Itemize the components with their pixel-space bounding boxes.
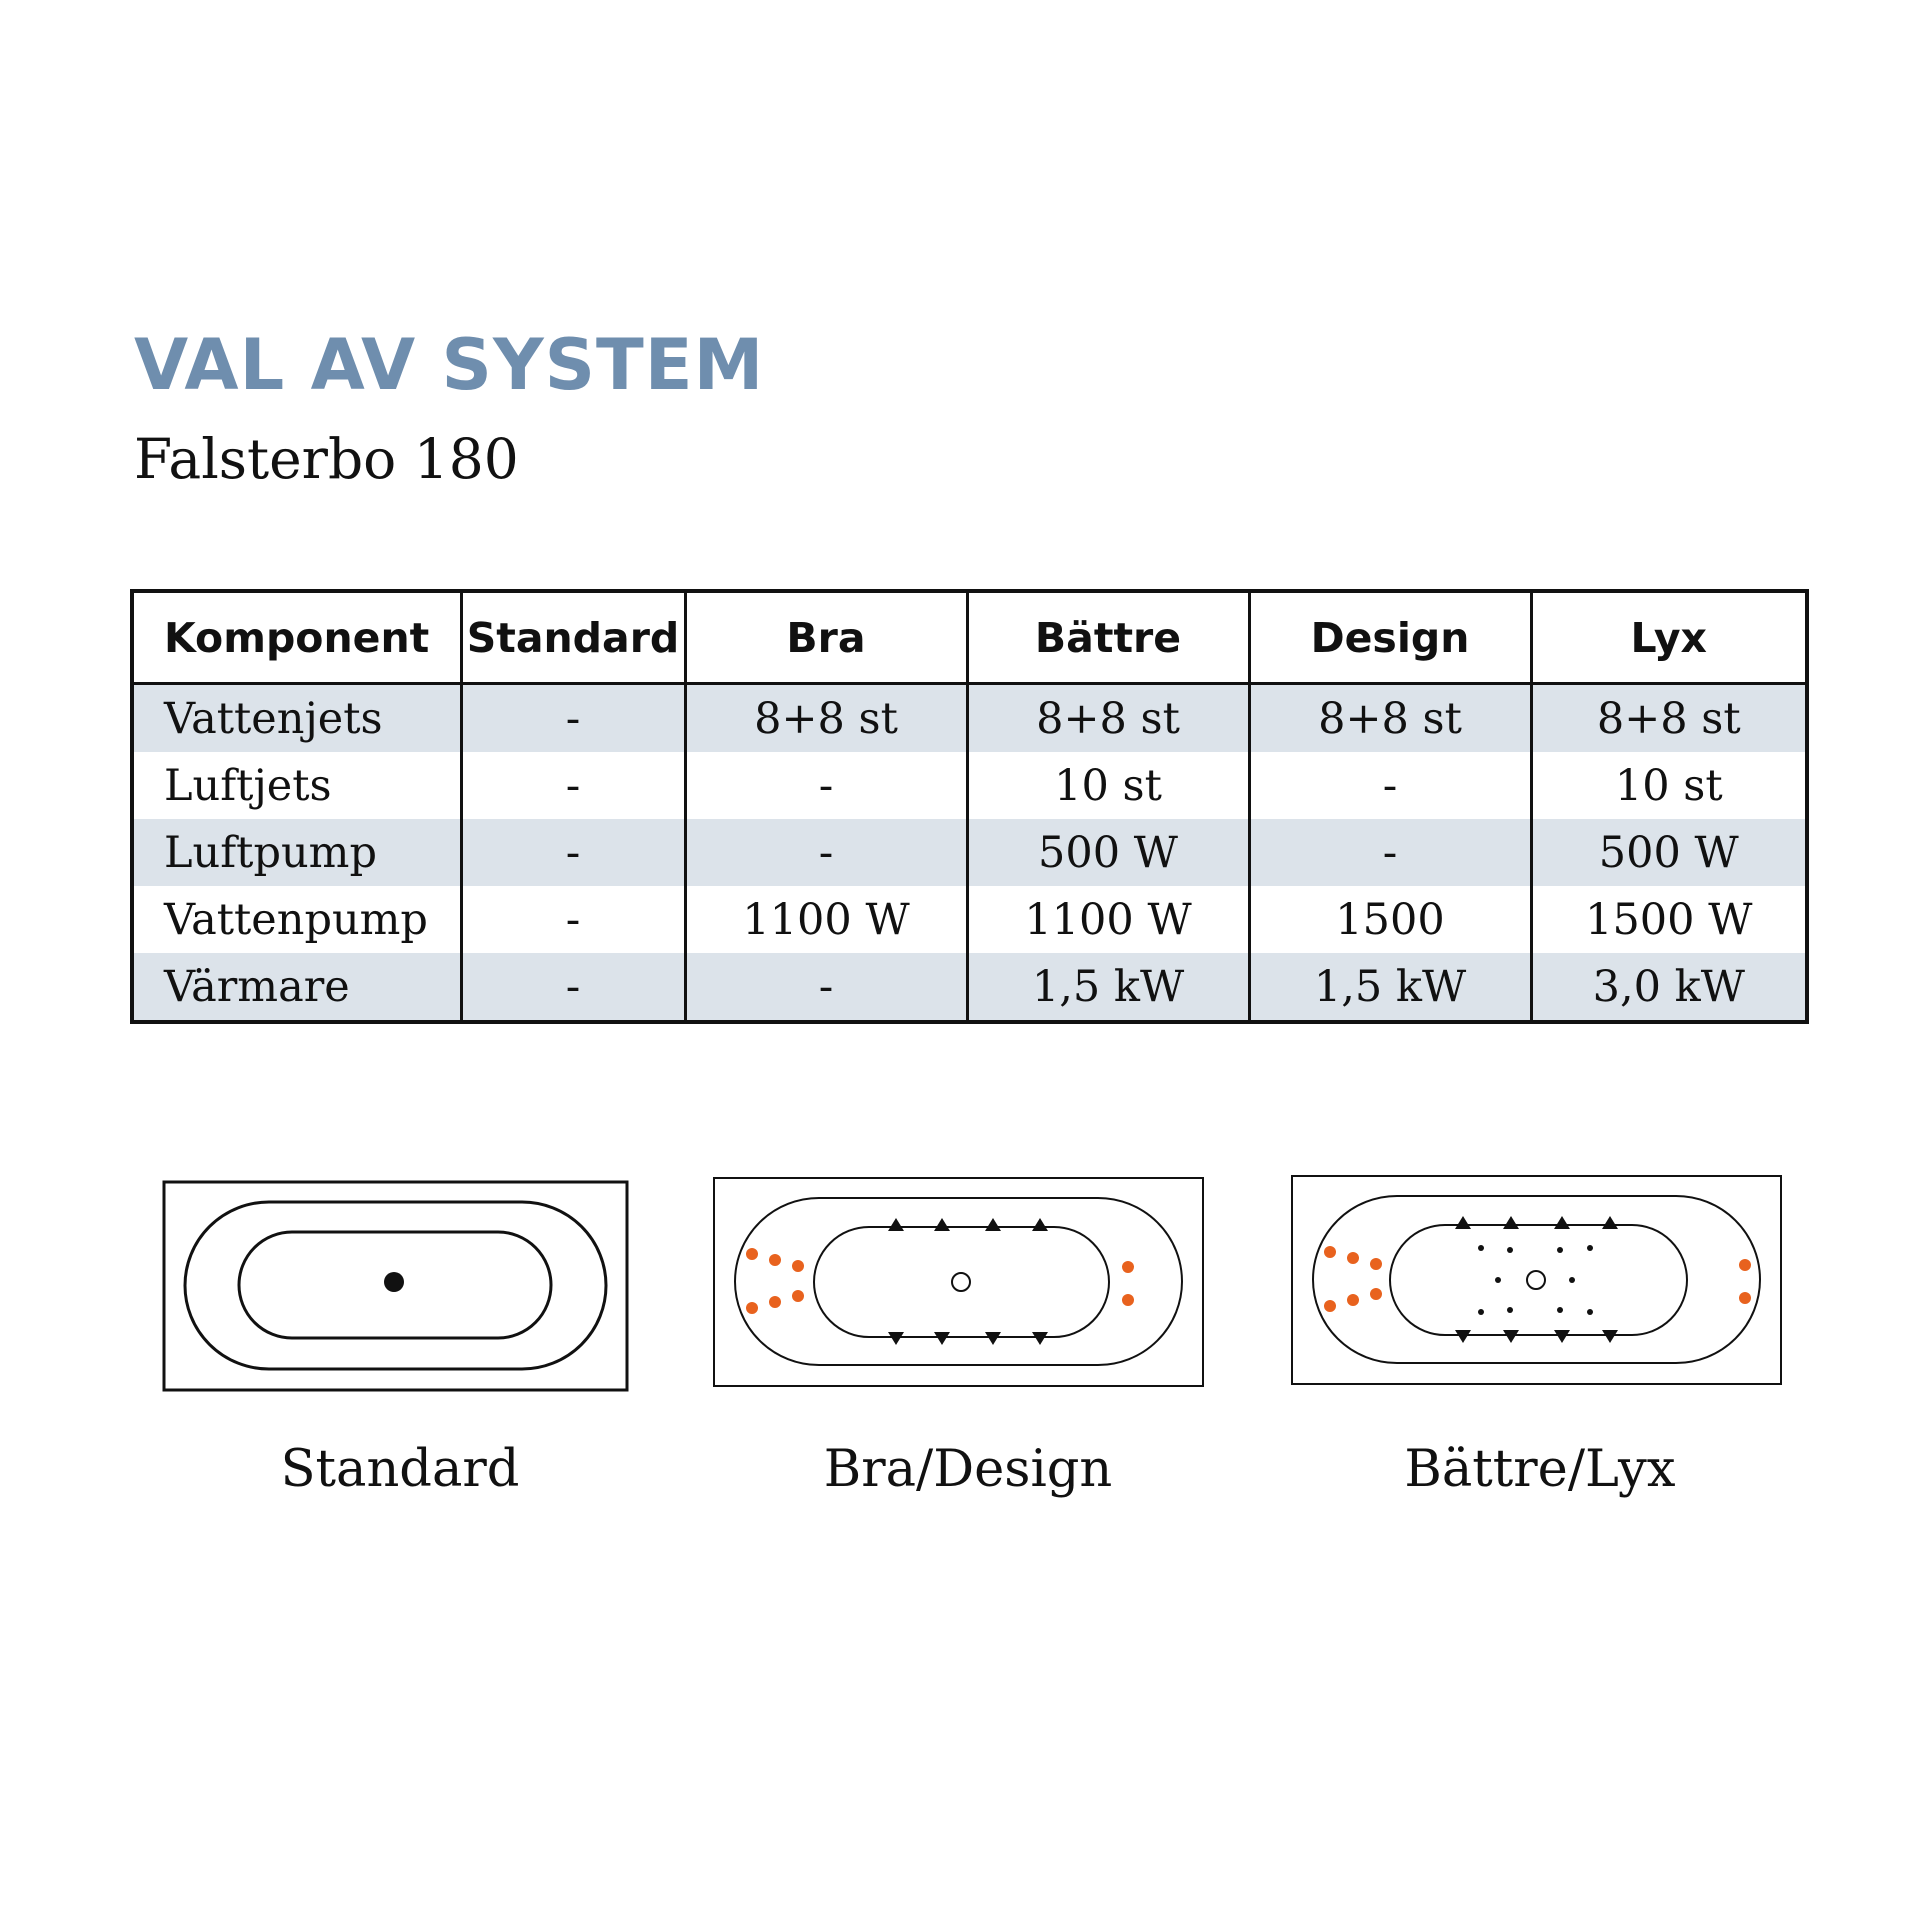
diagram-standard: Standard <box>140 1170 660 1499</box>
page-subtitle: Falsterbo 180 <box>134 427 519 491</box>
column-header-standard: Standard <box>459 591 685 685</box>
column-header-lyx: Lyx <box>1529 591 1807 685</box>
water-jet-icons <box>746 1248 1134 1314</box>
table-cell: 1100 W <box>683 886 967 953</box>
table-cell: 8+8 st <box>683 683 967 752</box>
table-cell: - <box>459 683 685 752</box>
table-row: Luftpump - - 500 W - 500 W <box>132 819 1807 886</box>
column-header-bra: Bra <box>683 591 967 685</box>
column-header-design: Design <box>1247 591 1531 685</box>
diagram-battre-lyx: Bättre/Lyx <box>1280 1170 1800 1499</box>
table-cell: 8+8 st <box>965 683 1249 752</box>
row-label-cell: Vattenjets <box>132 683 461 752</box>
table-cell: - <box>459 752 685 819</box>
table-row: Värmare - - 1,5 kW 1,5 kW 3,0 kW <box>132 953 1807 1022</box>
system-comparison-table: Komponent Standard Bra Bättre Design Lyx… <box>130 589 1809 1024</box>
table-header-row: Komponent Standard Bra Bättre Design Lyx <box>132 591 1807 685</box>
row-label-cell: Värmare <box>132 953 461 1022</box>
table-cell: - <box>683 953 967 1022</box>
table-cell: 500 W <box>1529 819 1807 886</box>
table-row: Vattenpump - 1100 W 1100 W 1500 1500 W <box>132 886 1807 953</box>
table-cell: 8+8 st <box>1247 683 1531 752</box>
table-cell: 10 st <box>1529 752 1807 819</box>
drain-icon <box>384 1272 404 1292</box>
table-row: Luftjets - - 10 st - 10 st <box>132 752 1807 819</box>
table-cell: - <box>683 819 967 886</box>
table-cell: - <box>1247 819 1531 886</box>
row-label-cell: Luftjets <box>164 760 332 811</box>
table-cell: 1,5 kW <box>1247 953 1531 1022</box>
table-cell: 1,5 kW <box>965 953 1249 1022</box>
column-header-komponent: Komponent <box>132 591 461 685</box>
drain-icon <box>1526 1270 1546 1290</box>
drain-icon <box>951 1272 971 1292</box>
air-jet-icons <box>888 1218 1048 1345</box>
air-jet-icons <box>1455 1216 1618 1343</box>
table-cell: 1500 W <box>1529 886 1807 953</box>
water-jet-icons <box>1324 1246 1751 1312</box>
bathtub-battre-lyx-icon <box>1291 1175 1782 1385</box>
table-cell: 1500 <box>1247 886 1531 953</box>
table-cell: 10 st <box>965 752 1249 819</box>
page-title: VAL AV SYSTEM <box>134 324 765 406</box>
table-cell: - <box>459 886 685 953</box>
row-label-cell: Luftpump <box>132 819 461 886</box>
diagram-label-battre-lyx: Bättre/Lyx <box>1404 1440 1676 1499</box>
table-row: Vattenjets - 8+8 st 8+8 st 8+8 st 8+8 st <box>132 683 1807 752</box>
table-cell: - <box>459 953 685 1022</box>
table-cell: 1100 W <box>965 886 1249 953</box>
column-header-battre: Bättre <box>965 591 1249 685</box>
bathtub-standard-icon <box>162 1180 629 1392</box>
table-cell: - <box>683 752 967 819</box>
table-cell: - <box>1247 752 1531 819</box>
table-cell: 3,0 kW <box>1529 953 1807 1022</box>
diagram-label-bra-design: Bra/Design <box>823 1440 1113 1499</box>
row-label-cell: Vattenpump <box>164 894 428 945</box>
table-cell: 500 W <box>965 819 1249 886</box>
bathtub-bra-design-icon <box>713 1177 1204 1387</box>
table-cell: - <box>459 819 685 886</box>
diagram-label-standard: Standard <box>280 1440 520 1499</box>
air-nozzle-dot-icons <box>1478 1245 1593 1315</box>
table-cell: 8+8 st <box>1529 683 1807 752</box>
diagram-bra-design: Bra/Design <box>708 1170 1228 1499</box>
